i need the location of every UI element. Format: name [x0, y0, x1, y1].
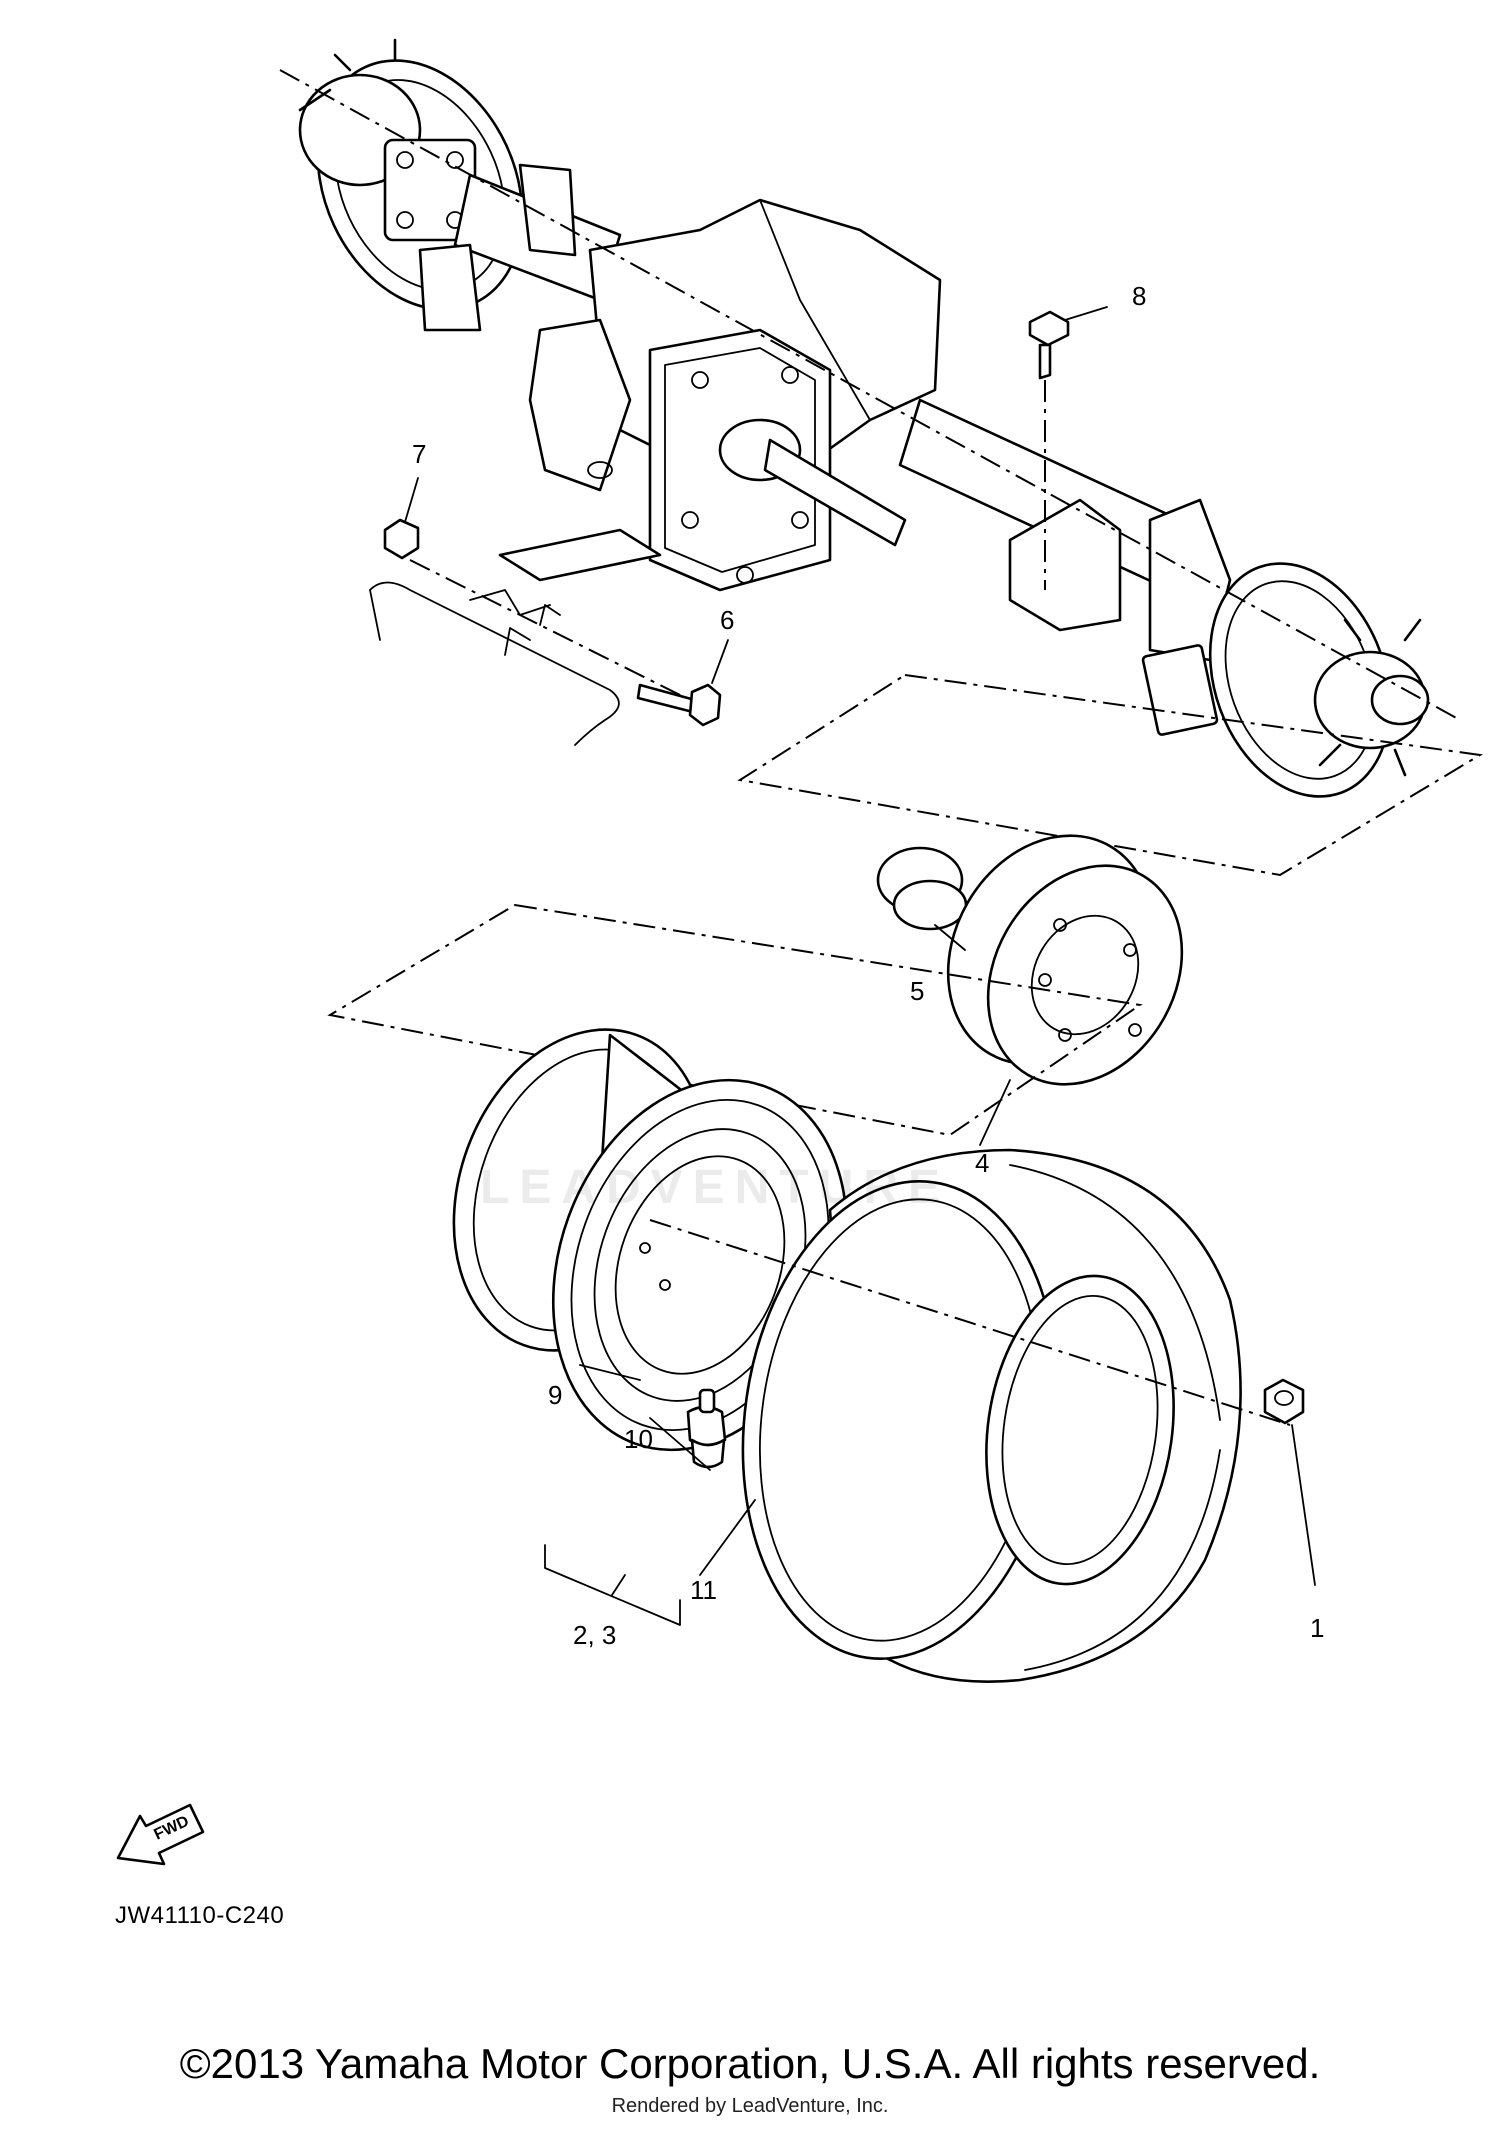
callout-5: 5	[910, 976, 925, 1006]
hub-4	[946, 834, 1184, 1086]
watermark: LEADVENTURE	[480, 1161, 951, 1214]
cap-5	[876, 846, 968, 931]
leader-lines	[404, 306, 1316, 1626]
nut-1	[1263, 1378, 1305, 1425]
callout-8: 8	[1132, 281, 1147, 311]
rear-axle-assembly	[298, 38, 1430, 798]
diagram-code: JW41110-C240	[115, 1902, 285, 1929]
callout-7: 7	[412, 439, 427, 469]
callout-9: 9	[548, 1380, 563, 1410]
callout-6: 6	[720, 605, 735, 635]
tire-11	[741, 1148, 1242, 1683]
callout-1: 1	[1310, 1613, 1325, 1643]
wheel-plane	[327, 903, 1143, 1137]
callout-2-3: 2, 3	[573, 1620, 617, 1650]
wheel-centerline	[649, 1219, 1291, 1426]
frame-bracket	[469, 528, 662, 656]
callout-4: 4	[975, 1148, 990, 1178]
bolt-6	[636, 683, 722, 727]
rendered-by-text: Rendered by LeadVenture, Inc.	[611, 2095, 889, 2117]
bolt-8	[1028, 310, 1070, 590]
callout-11: 11	[690, 1575, 717, 1605]
fwd-arrow-icon: FWD	[116, 1803, 205, 1866]
copyright-text: ©2013 Yamaha Motor Corporation, U.S.A. A…	[179, 2040, 1321, 2087]
callout-10: 10	[624, 1424, 653, 1454]
nut-7	[383, 518, 701, 706]
hub-plane	[737, 673, 1483, 877]
axle-centerline	[279, 69, 1461, 721]
